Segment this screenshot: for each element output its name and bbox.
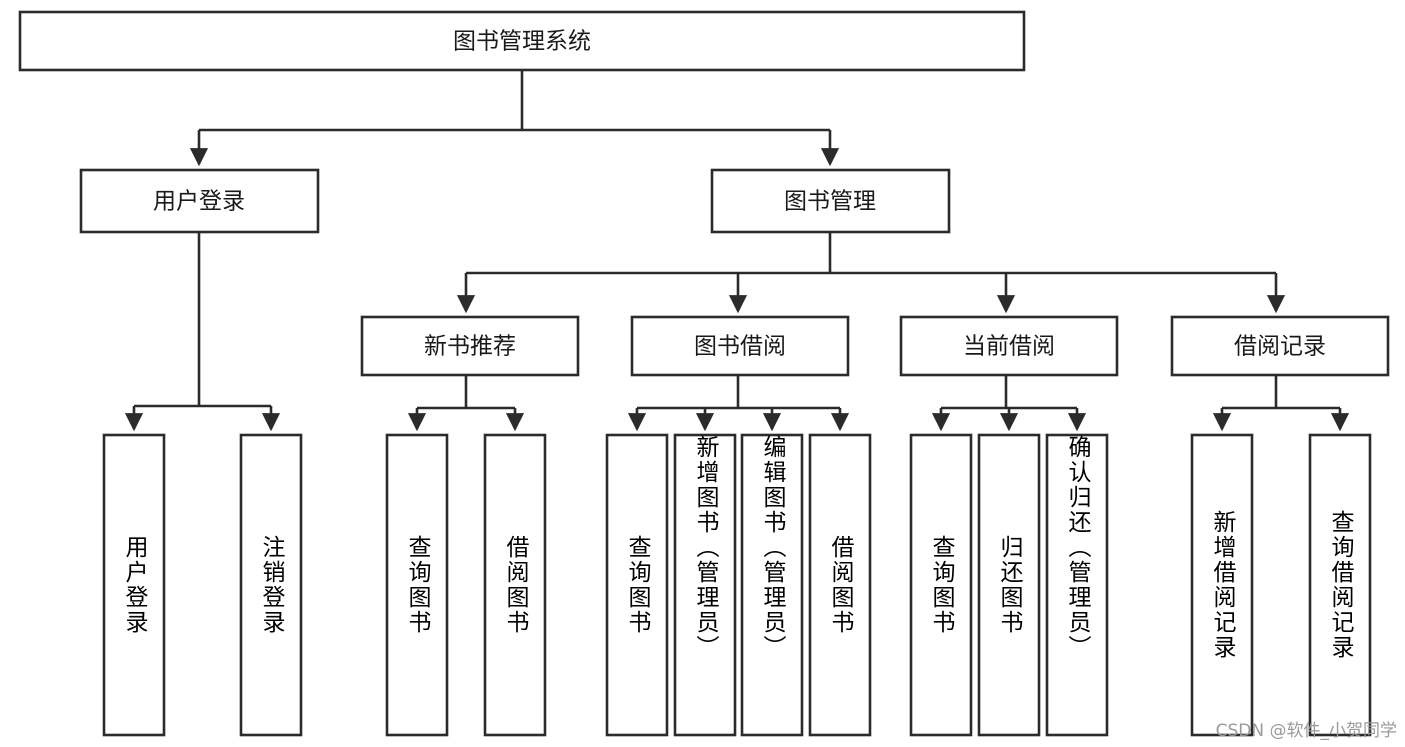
leaf-query-book-1[interactable]: 查询图书 — [385, 433, 449, 737]
node-root[interactable]: 图书管理系统 — [18, 10, 1026, 72]
leaf-query-book-1-label: 查询图书 — [404, 535, 430, 635]
node-book-borrow[interactable]: 图书借阅 — [630, 315, 850, 377]
leaf-query-record-label: 查询借阅记录 — [1327, 510, 1353, 660]
leaf-user-login-box[interactable] — [102, 433, 166, 737]
leaf-return-book-label: 归还图书 — [996, 535, 1022, 635]
connector-layer — [124, 70, 1350, 432]
node-user-login[interactable]: 用户登录 — [79, 168, 320, 234]
leaf-logout-login-label: 注销登录 — [258, 535, 284, 635]
node-current-borrow[interactable]: 当前借阅 — [899, 315, 1119, 377]
node-borrow-record[interactable]: 借阅记录 — [1170, 315, 1390, 377]
leaf-query-record-box[interactable] — [1308, 433, 1372, 737]
node-root-box[interactable] — [18, 10, 1026, 72]
leaf-borrow-book-1-label: 借阅图书 — [502, 535, 528, 635]
leaf-confirm-return-label: 确认归还（管理员） — [1064, 435, 1090, 660]
leaf-query-book-2-box[interactable] — [605, 433, 669, 737]
leaf-borrow-book-2-box[interactable] — [808, 433, 872, 737]
leaf-logout-login[interactable]: 注销登录 — [239, 433, 303, 737]
leaf-confirm-return-box[interactable] — [1045, 433, 1109, 737]
leaf-edit-book-box[interactable] — [740, 433, 804, 737]
leaf-return-book-box[interactable] — [977, 433, 1041, 737]
node-current-borrow-label: 当前借阅 — [963, 334, 1055, 360]
node-borrow-record-box[interactable] — [1170, 315, 1390, 377]
node-book-management-box[interactable] — [710, 168, 951, 234]
leaf-borrow-book-1[interactable]: 借阅图书 — [483, 433, 547, 737]
leaf-query-book-2[interactable]: 查询图书 — [605, 433, 669, 737]
leaf-add-book-label: 新增图书（管理员） — [692, 435, 718, 660]
node-book-borrow-box[interactable] — [630, 315, 850, 377]
leaf-add-book[interactable]: 新增图书（管理员） — [673, 433, 737, 737]
node-book-borrow-label: 图书借阅 — [694, 334, 786, 360]
node-new-book-recommend-label: 新书推荐 — [424, 334, 516, 360]
leaf-borrow-book-1-box[interactable] — [483, 433, 547, 737]
leaf-borrow-book-2-label: 借阅图书 — [827, 535, 853, 635]
leaf-edit-book-label: 编辑图书（管理员） — [759, 435, 785, 660]
node-book-management[interactable]: 图书管理 — [710, 168, 951, 234]
leaf-add-book-box[interactable] — [673, 433, 737, 737]
leaf-borrow-book-2[interactable]: 借阅图书 — [808, 433, 872, 737]
leaf-query-book-3-box[interactable] — [909, 433, 973, 737]
leaf-return-book[interactable]: 归还图书 — [977, 433, 1041, 737]
leaf-query-book-3-label: 查询图书 — [928, 535, 954, 635]
leaf-user-login[interactable]: 用户登录 — [102, 433, 166, 737]
leaf-query-book-1-box[interactable] — [385, 433, 449, 737]
leaf-query-book-2-label: 查询图书 — [624, 535, 650, 635]
leaf-edit-book[interactable]: 编辑图书（管理员） — [740, 433, 804, 737]
node-book-management-label: 图书管理 — [784, 189, 876, 215]
node-borrow-record-label: 借阅记录 — [1234, 334, 1326, 360]
leaf-logout-login-box[interactable] — [239, 433, 303, 737]
leaf-add-record-label: 新增借阅记录 — [1209, 510, 1235, 660]
node-new-book-recommend-box[interactable] — [360, 315, 580, 377]
leaf-confirm-return[interactable]: 确认归还（管理员） — [1045, 433, 1109, 737]
node-user-login-label: 用户登录 — [153, 189, 245, 215]
leaf-add-record[interactable]: 新增借阅记录 — [1190, 433, 1254, 737]
leaf-user-login-label: 用户登录 — [121, 535, 147, 635]
leaf-add-record-box[interactable] — [1190, 433, 1254, 737]
leaf-query-book-3[interactable]: 查询图书 — [909, 433, 973, 737]
node-user-login-box[interactable] — [79, 168, 320, 234]
leaf-query-record[interactable]: 查询借阅记录 — [1308, 433, 1372, 737]
node-new-book-recommend[interactable]: 新书推荐 — [360, 315, 580, 377]
node-root-label: 图书管理系统 — [453, 29, 591, 55]
node-current-borrow-box[interactable] — [899, 315, 1119, 377]
